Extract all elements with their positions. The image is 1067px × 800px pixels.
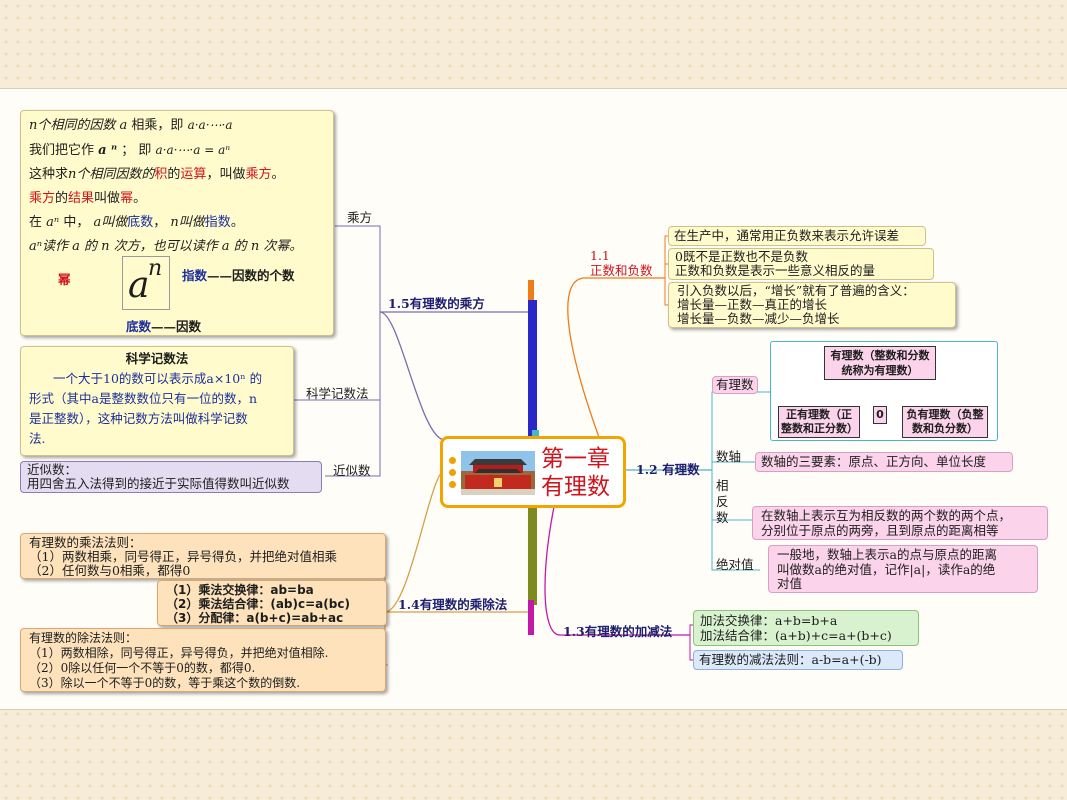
spine-olive	[528, 500, 537, 605]
power-label[interactable]: 乘方	[347, 210, 373, 225]
absolute-value-box: 一般地，数轴上表示a的点与原点的距离 叫做数a的绝对值，记作|a|，读作a的绝 …	[768, 545, 1038, 593]
zero-node: 0	[873, 406, 887, 424]
central-title-line2: 有理数	[541, 474, 610, 500]
rational-root-node: 有理数（整数和分数统称为有理数）	[824, 346, 936, 380]
power-base-label: 底数——因数	[126, 319, 202, 334]
central-title-line1: 第一章	[541, 446, 610, 472]
rational-label[interactable]: 有理数	[712, 376, 758, 394]
power-definition-box: n个相同的因数 a 相乘，即 a·a·⋯·a 我们把它作 a ⁿ ； 即 a·a…	[20, 110, 334, 336]
sci-notation-label[interactable]: 科学记数法	[306, 386, 369, 401]
power-line-5: 在 aⁿ 中， a叫做底数， n叫做指数。	[29, 215, 244, 230]
branch-1-2-label[interactable]: 1.2 有理数	[636, 462, 700, 477]
power-illustration-frame	[122, 256, 170, 310]
division-rule-box: 有理数的除法法则： （1）两数相除，同号得正，异号得负，并把绝对值相除. （2）…	[20, 628, 386, 692]
central-topic[interactable]: 第一章 有理数	[440, 436, 626, 508]
power-exp-n: n	[148, 256, 163, 281]
power-line-3: 这种求n个相同因数的积的运算，叫做乘方。	[29, 167, 285, 182]
trunk-1-5	[379, 311, 446, 441]
opposite-label-2[interactable]: 反	[716, 494, 729, 509]
bullet-dots	[449, 457, 457, 488]
negative-rational-node: 负有理数（负整数和负分数）	[902, 406, 988, 438]
power-exponent-label: 指数——因数的个数	[182, 268, 295, 283]
growth-box: 引入负数以后，“增长”就有了普遍的含义： 增长量—正数—真正的增长 增长量—负数…	[668, 282, 956, 328]
subtraction-rule-box: 有理数的减法法则：a-b=a+(-b)	[693, 650, 903, 670]
number-line-label[interactable]: 数轴	[716, 449, 742, 464]
branch-1-4-label[interactable]: 1.4有理数的乘除法	[398, 597, 508, 612]
absolute-value-label[interactable]: 绝对值	[716, 557, 754, 572]
positive-rational-node: 正有理数（正整数和正分数）	[778, 406, 860, 438]
branch-1-1-label[interactable]: 正数和负数	[590, 263, 653, 278]
tiananmen-photo-icon	[461, 451, 535, 495]
opposite-number-box: 在数轴上表示互为相反数的两个数的两个点， 分别位于原点的两旁，且到原点的距离相等	[752, 506, 1048, 540]
power-line-4: 乘方的结果叫做幂。	[29, 191, 147, 206]
branch-1-1-number[interactable]: 1.1	[590, 248, 610, 263]
branch-1-5-label[interactable]: 1.5有理数的乘方	[388, 296, 485, 311]
opposite-label-3[interactable]: 数	[716, 510, 729, 525]
trunk-1-3	[544, 479, 561, 636]
spine-blue	[528, 300, 537, 440]
power-mi-label: 幂	[58, 272, 71, 287]
power-line-1: n个相同的因数 a 相乘，即 a·a·⋯·a	[29, 118, 233, 133]
power-base-a: a	[128, 265, 150, 306]
opposite-label-1[interactable]: 相	[716, 478, 729, 493]
trunk-1-4	[384, 469, 446, 613]
branch-1-3-label[interactable]: 1.3有理数的加减法	[563, 624, 673, 639]
sci-title: 科学记数法	[125, 351, 189, 366]
power-line-2: 我们把它作 a ⁿ ； 即 a·a·⋯·a = aⁿ	[29, 143, 231, 158]
multiplication-rule-box: 有理数的乘法法则： （1）两数相乘，同号得正，异号得负，并把绝对值相乘 （2）任…	[20, 533, 386, 579]
addition-laws-box: 加法交换律：a+b=b+a 加法结合律：(a+b)+c=a+(b+c)	[693, 610, 919, 646]
sci-notation-box: 科学记数法 一个大于10的数可以表示成a×10ⁿ 的 形式（其中a是整数数位只有…	[20, 346, 294, 456]
power-line-6: aⁿ读作 a 的 n 次方，也可以读作 a 的 n 次幂。	[29, 239, 303, 254]
approx-box: 近似数： 用四舍五入法得到的接近于实际值得数叫近似数	[20, 461, 322, 493]
trunk-1-1	[567, 277, 601, 441]
multiplication-laws-box: （1）乘法交换律：ab=ba （2）乘法结合律：(ab)c=a(bc) （3）分…	[157, 580, 387, 626]
zero-box: 0既不是正数也不是负数 正数和负数是表示一些意义相反的量	[668, 248, 934, 280]
number-line-box: 数轴的三要素：原点、正方向、单位长度	[755, 452, 1013, 472]
approx-label[interactable]: 近似数	[333, 463, 371, 478]
spine-magenta	[528, 600, 534, 635]
tolerance-box: 在生产中，通常用正负数来表示允许误差	[668, 226, 926, 246]
